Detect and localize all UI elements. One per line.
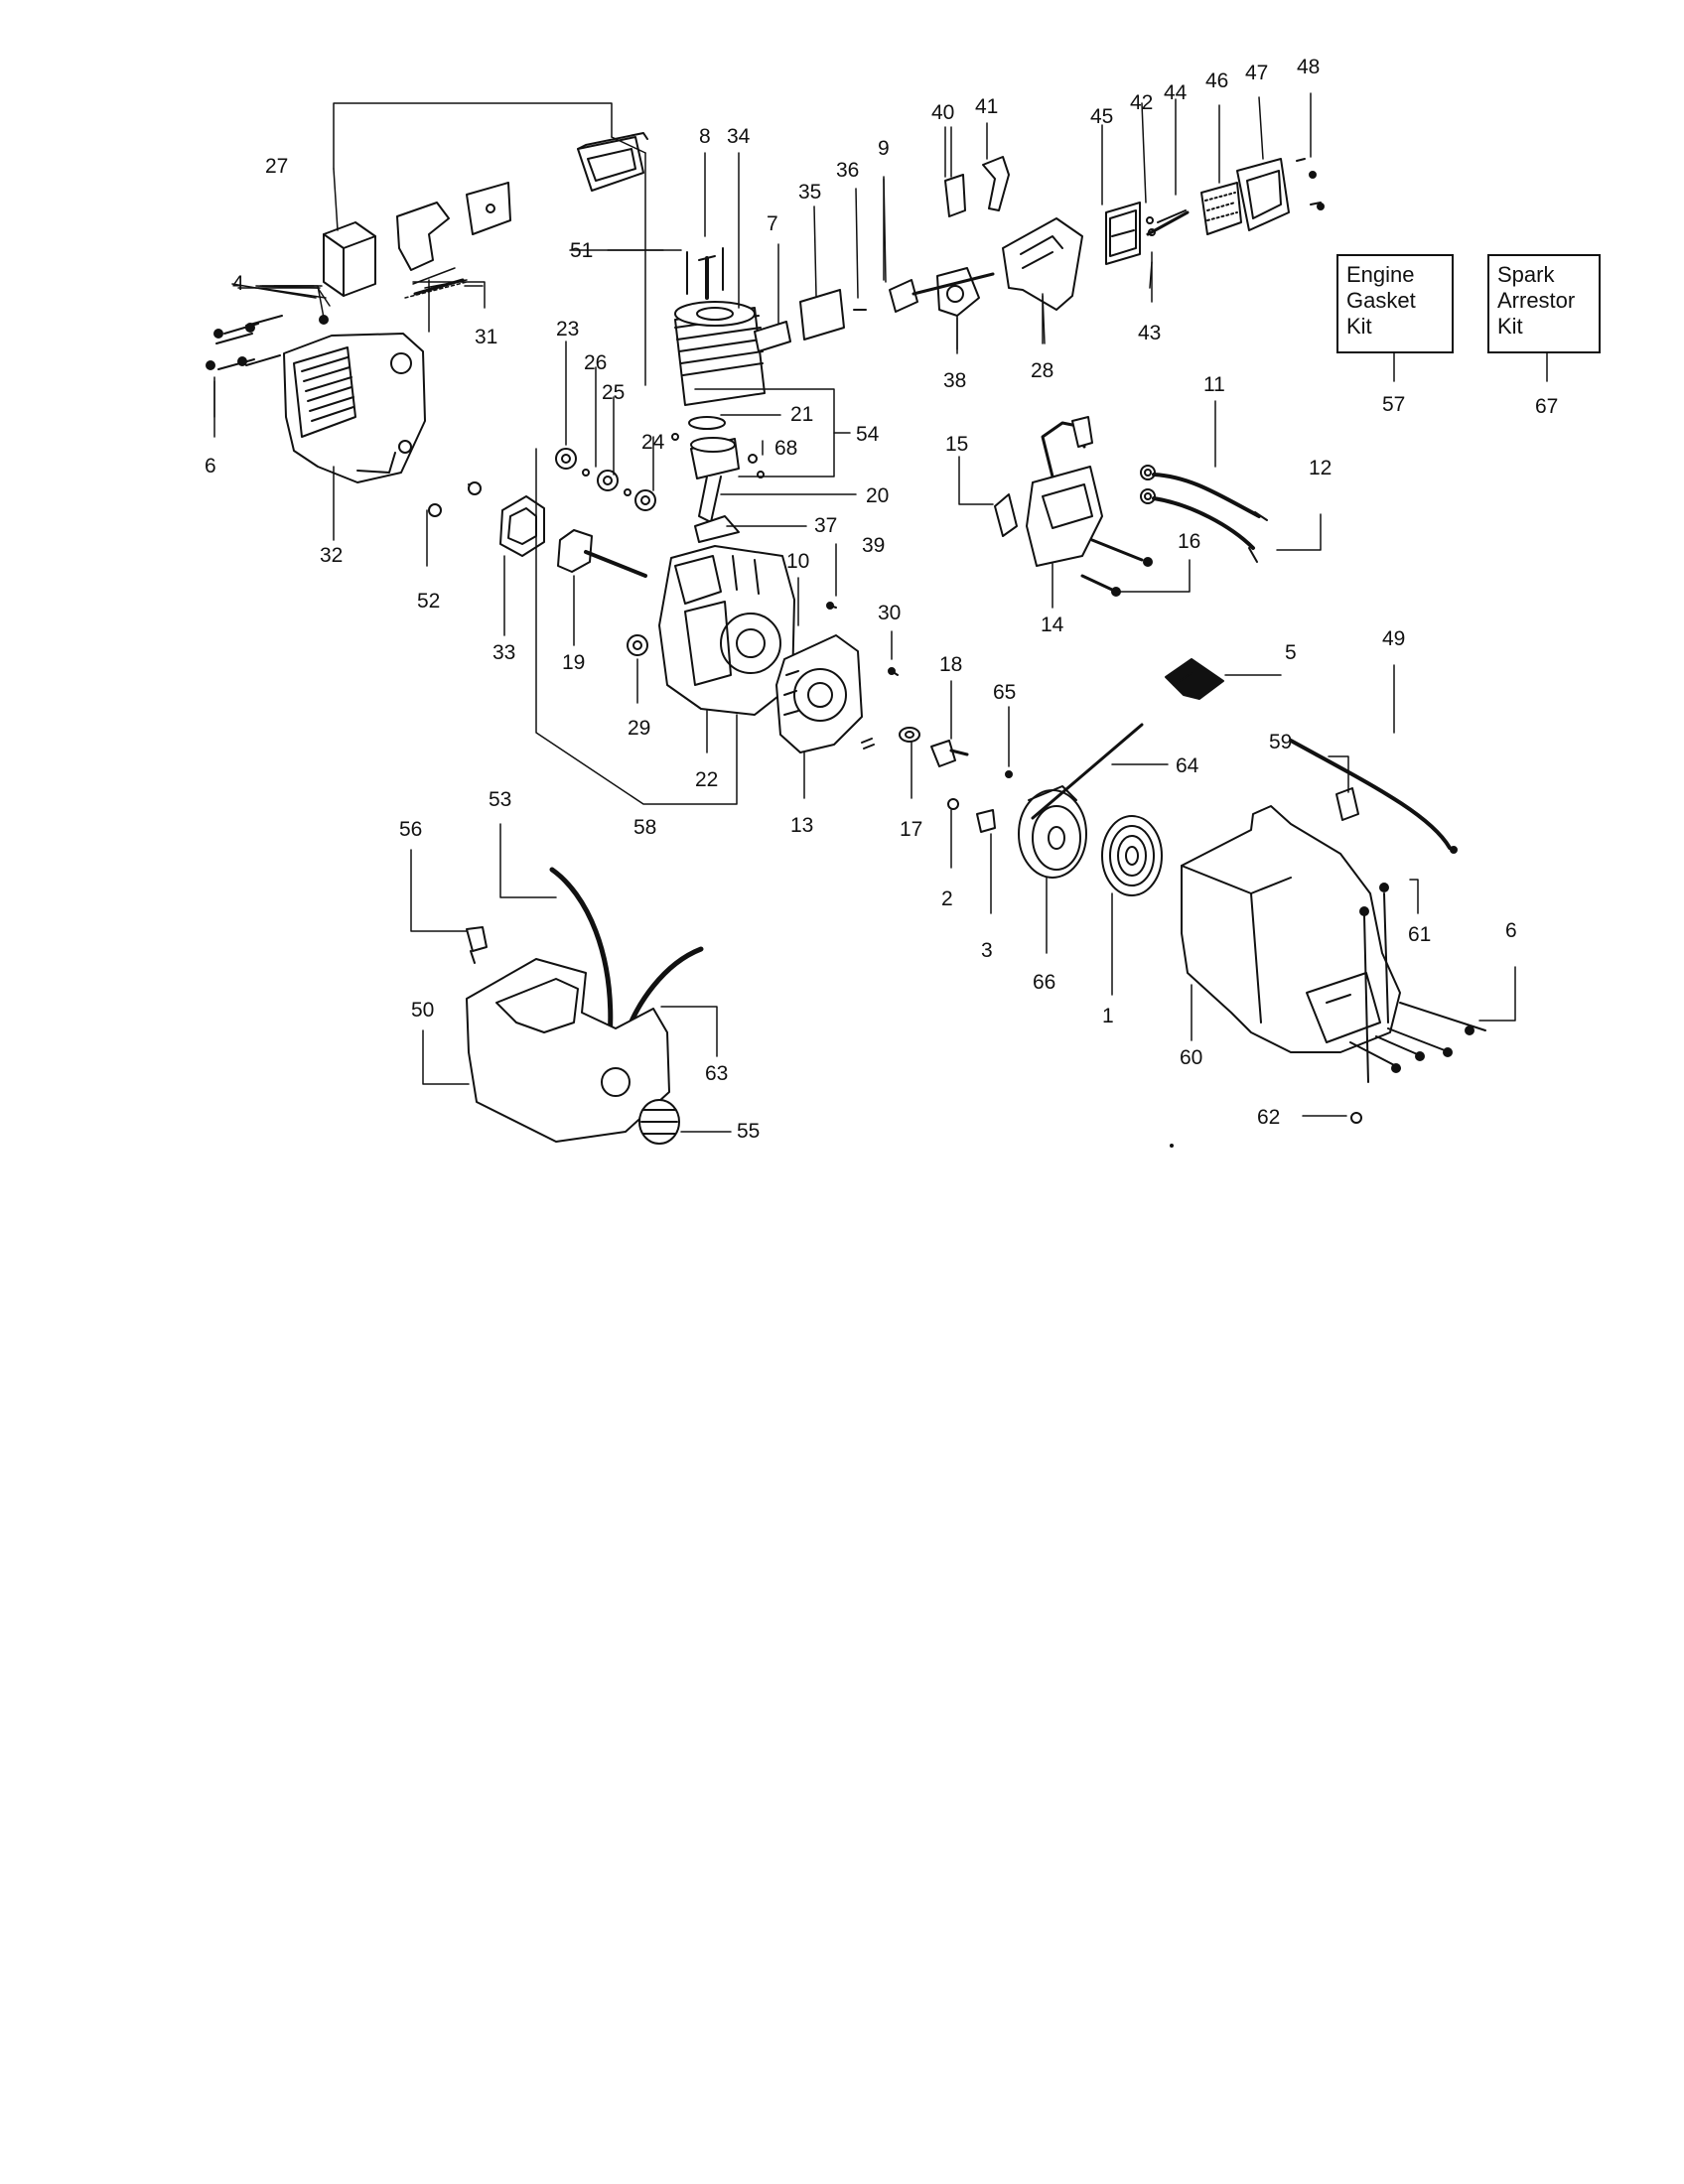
- callout-52: 52: [417, 590, 441, 613]
- crankshaft-assembly: [499, 448, 656, 578]
- callout-43: 43: [1138, 322, 1162, 344]
- callout-45: 45: [1090, 105, 1114, 128]
- muffler-housing: [206, 315, 482, 517]
- callout-8: 8: [699, 125, 711, 148]
- callout-24: 24: [641, 431, 665, 454]
- callout-58: 58: [633, 816, 657, 839]
- callout-46: 46: [1205, 69, 1229, 92]
- callout-23: 23: [556, 318, 580, 341]
- callout-12: 12: [1309, 457, 1333, 479]
- air-box-assembly: [1105, 158, 1322, 265]
- callout-49: 49: [1382, 627, 1406, 650]
- callout-5: 5: [1285, 641, 1297, 664]
- callout-59: 59: [1269, 731, 1293, 753]
- air-filter-assembly: [323, 132, 648, 299]
- callout-54: 54: [856, 423, 880, 446]
- callout-39: 39: [862, 534, 886, 557]
- callout-7: 7: [767, 212, 778, 235]
- starter-handle: [1165, 658, 1224, 700]
- kit-label-line: Spark: [1497, 262, 1555, 287]
- callout-20: 20: [866, 484, 890, 507]
- callout-10: 10: [786, 550, 810, 573]
- callout-30: 30: [878, 602, 902, 624]
- callout-35: 35: [798, 181, 822, 204]
- callout-14: 14: [1041, 614, 1064, 636]
- callout-1: 1: [1102, 1005, 1114, 1027]
- callout-64: 64: [1176, 754, 1199, 777]
- kit-label-line: Kit: [1497, 314, 1523, 339]
- callout-9: 9: [878, 137, 890, 160]
- callout-68: 68: [774, 437, 798, 460]
- callout-56: 56: [399, 818, 423, 841]
- callout-28: 28: [1031, 359, 1054, 382]
- callout-16: 16: [1178, 530, 1201, 553]
- callout-33: 33: [492, 641, 516, 664]
- callout-65: 65: [993, 681, 1017, 704]
- callout-25: 25: [602, 381, 626, 404]
- callout-19: 19: [562, 651, 586, 674]
- callout-22: 22: [695, 768, 719, 791]
- callout-21: 21: [790, 403, 814, 426]
- fuel-tank-assembly: [466, 867, 704, 1145]
- callout-47: 47: [1245, 62, 1269, 84]
- callout-6-left: 6: [205, 455, 216, 478]
- callout-62: 62: [1257, 1106, 1281, 1129]
- callout-66: 66: [1033, 971, 1056, 994]
- callout-13: 13: [790, 814, 814, 837]
- callout-37: 37: [814, 514, 838, 537]
- callout-57: 57: [1382, 393, 1406, 416]
- crankcase: [627, 545, 837, 716]
- callout-36: 36: [836, 159, 860, 182]
- callout-53: 53: [489, 788, 512, 811]
- callout-55: 55: [737, 1120, 761, 1143]
- starter-assembly: [1018, 723, 1163, 896]
- callout-17: 17: [900, 818, 923, 841]
- callout-50: 50: [411, 999, 435, 1022]
- callout-3: 3: [981, 939, 993, 962]
- choke-lever-parts: [944, 156, 1010, 217]
- carburetor-assembly: [754, 217, 1083, 352]
- callout-31: 31: [475, 326, 498, 348]
- callout-48: 48: [1297, 56, 1321, 78]
- callout-2: 2: [941, 887, 953, 910]
- clutch-parts: [899, 727, 1013, 833]
- callout-60: 60: [1180, 1046, 1203, 1069]
- callout-26: 26: [584, 351, 608, 374]
- callout-42: 42: [1130, 91, 1154, 114]
- ignition-module: [994, 416, 1268, 597]
- cylinder-assembly: [674, 247, 766, 406]
- callout-63: 63: [705, 1062, 729, 1085]
- spark-arrestor-kit-box: Spark Arrestor Kit: [1487, 254, 1601, 353]
- callout-61: 61: [1408, 923, 1432, 946]
- callout-44: 44: [1164, 81, 1188, 104]
- kit-label-line: Kit: [1346, 314, 1372, 339]
- callout-67: 67: [1535, 395, 1559, 418]
- callout-27: 27: [265, 155, 289, 178]
- callout-40: 40: [931, 101, 955, 124]
- piston-assembly: [671, 416, 765, 543]
- kit-label-line: Gasket: [1346, 288, 1416, 313]
- callout-18: 18: [939, 653, 963, 676]
- callout-34: 34: [727, 125, 751, 148]
- engine-gasket-kit-box: Engine Gasket Kit: [1336, 254, 1454, 353]
- callout-29: 29: [628, 717, 651, 740]
- callout-41: 41: [975, 95, 999, 118]
- callout-38: 38: [943, 369, 967, 392]
- kit-label-line: Arrestor: [1497, 288, 1576, 313]
- kit-label-line: Engine: [1346, 262, 1415, 287]
- callout-15: 15: [945, 433, 969, 456]
- flywheel-housing: [775, 634, 899, 753]
- callout-11: 11: [1203, 373, 1225, 396]
- callout-4: 4: [232, 272, 244, 295]
- engine-shroud: [1181, 739, 1486, 1124]
- callout-32: 32: [320, 544, 344, 567]
- leader-line-set: [213, 126, 1548, 1133]
- callout-6-right: 6: [1505, 919, 1517, 942]
- callout-51: 51: [570, 239, 594, 262]
